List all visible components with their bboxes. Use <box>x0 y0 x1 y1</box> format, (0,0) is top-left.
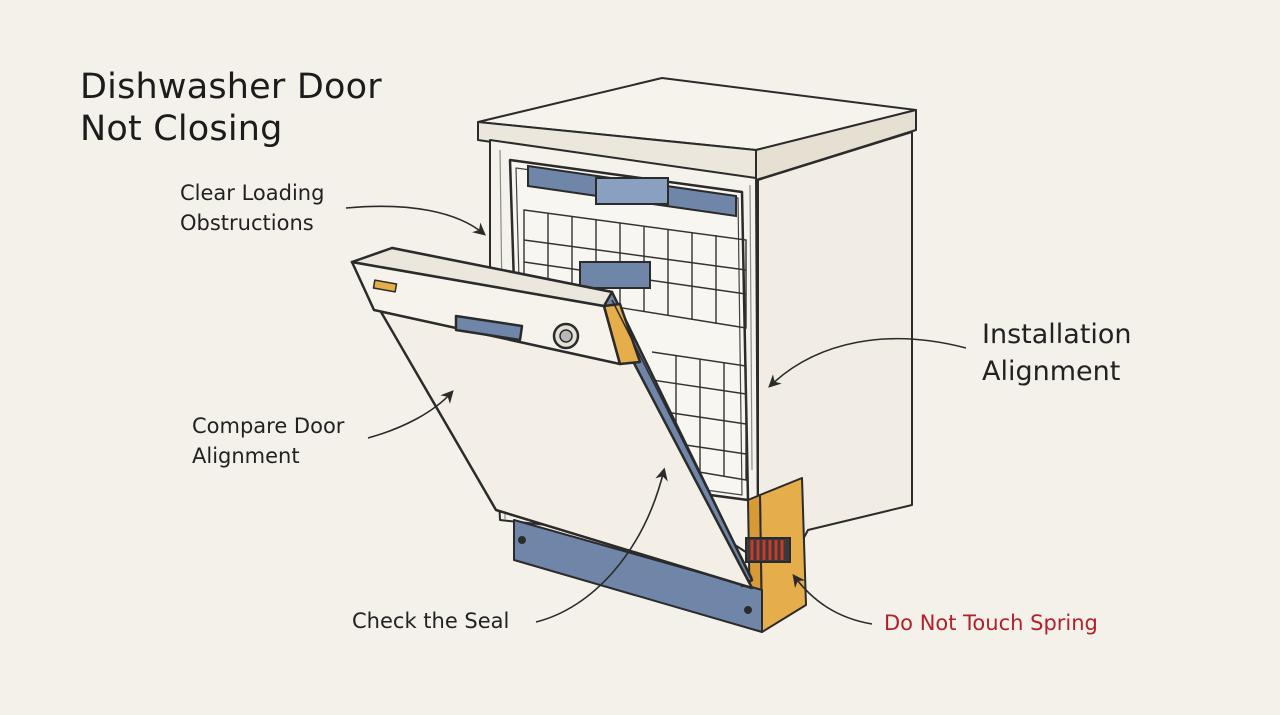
label-compare-door: Compare Door Alignment <box>192 414 345 468</box>
label-spring-warning: Do Not Touch Spring <box>884 611 1098 635</box>
countertop <box>477 77 917 181</box>
label-check-seal: Check the Seal <box>352 609 510 633</box>
spray-arm <box>527 164 737 218</box>
title-line-1: Dishwasher Door <box>80 67 382 107</box>
hinge-spring <box>745 537 791 563</box>
page-title: Dishwasher Door Not Closing <box>80 66 382 150</box>
arrow-compare-door <box>367 390 454 439</box>
upper-rack <box>523 209 747 329</box>
arrow-installation <box>768 337 967 388</box>
label-clear-loading: Clear Loading Obstructions <box>180 181 325 235</box>
title-line-2: Not Closing <box>80 109 283 149</box>
arrow-spring <box>792 573 873 625</box>
label-installation: Installation Alignment <box>982 319 1132 387</box>
leader-arrows <box>345 205 967 625</box>
arrow-clear-loading <box>345 205 486 236</box>
arrow-check-seal <box>535 467 668 623</box>
